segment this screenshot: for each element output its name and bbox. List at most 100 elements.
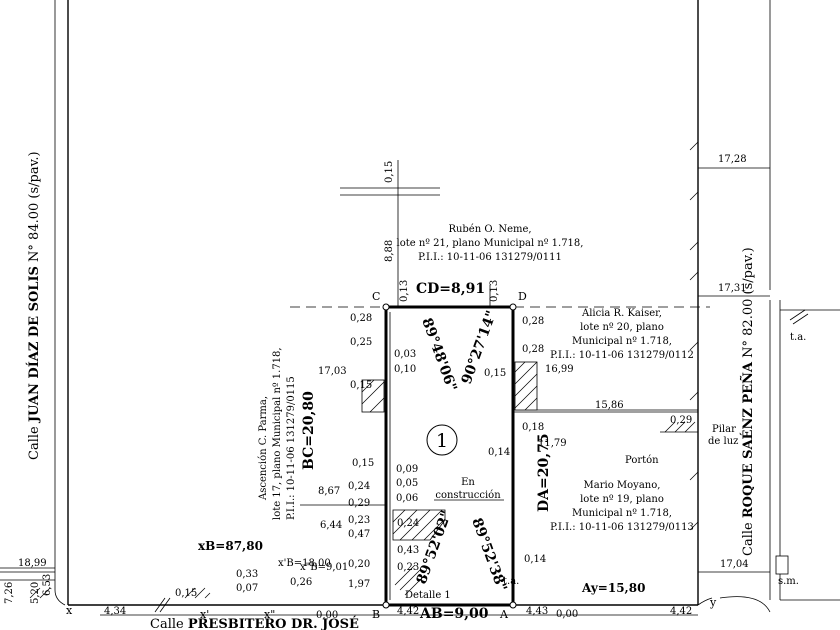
dim-x-026: 0,26 bbox=[290, 577, 312, 588]
side-cd: CD=8,91 bbox=[416, 281, 485, 297]
neighbor-north-line2: lote nº 21, plano Municipal nº 1.718, bbox=[397, 238, 584, 249]
points: x x' x" y bbox=[66, 596, 717, 621]
dim-x-000a: 0,00 bbox=[316, 610, 338, 621]
side-bc: BC=20,80 bbox=[301, 391, 317, 470]
hatch-right-street bbox=[689, 141, 699, 531]
neighbor-east-upper: Alicia R. Kaiser, lote nº 20, plano Muni… bbox=[550, 308, 694, 361]
point-xpp: x" bbox=[264, 608, 275, 621]
street-right-label: Calle ROQUE SAÉNZ PEÑA N° 82.00 (s/pav.) bbox=[740, 247, 756, 556]
sm-box bbox=[775, 555, 789, 575]
dim-e-018: 0,18 bbox=[522, 422, 544, 433]
neighbor-north-line3: P.I.I.: 10-11-06 131279/0111 bbox=[418, 252, 562, 263]
side-da: DA=20,75 bbox=[536, 433, 552, 512]
coordinates: xB=87,80 x'B=18,00 x"B=9,01 Ay=15,80 bbox=[198, 539, 645, 595]
dim-w-043: 0,43 bbox=[397, 545, 419, 556]
dim-w-644: 6,44 bbox=[320, 520, 342, 531]
hatch-corner-sw bbox=[394, 564, 426, 596]
dim-e-1699: 16,99 bbox=[545, 364, 574, 375]
angle-c: 89°48'06" bbox=[418, 316, 459, 394]
point-x: x bbox=[66, 604, 73, 617]
dim-e-028b: 0,28 bbox=[522, 344, 544, 355]
vertex-d: D bbox=[518, 290, 527, 303]
neighbor-east-lower-line2: lote nº 19, plano bbox=[580, 494, 664, 505]
dim-e-014a: 0,14 bbox=[488, 447, 510, 458]
dim-e-015: 0,15 bbox=[484, 368, 506, 379]
dim-r-1731: 17,31 bbox=[718, 283, 747, 294]
label-pilar-1: Pilar bbox=[712, 424, 736, 435]
misc-labels: Portón Pilar de luz t.a. t.a. s.m. bbox=[503, 332, 806, 587]
neighbor-east-lower-line3: Municipal nº 1.718, bbox=[572, 508, 672, 519]
dim-top-888: 8,88 bbox=[384, 240, 395, 262]
street-bottom-label: Calle PRESBITERO DR. JOSÉ bbox=[150, 616, 359, 630]
dim-w-023b: 0,23 bbox=[397, 562, 419, 573]
lot-number: 1 bbox=[436, 430, 448, 452]
break-mark-bottom bbox=[154, 597, 166, 613]
dim-w-009: 0,09 bbox=[396, 464, 418, 475]
dim-r-1728: 17,28 bbox=[718, 154, 747, 165]
hatch-neighbor-east bbox=[514, 361, 538, 411]
lot-1-number-circle bbox=[426, 424, 458, 456]
neighbor-east-upper-line1: Alicia R. Kaiser, bbox=[581, 308, 662, 319]
neighbor-east-lower: Mario Moyano, lote nº 19, plano Municipa… bbox=[550, 480, 694, 533]
label-pilar-2: de luz bbox=[708, 436, 738, 447]
neighbor-west-line3: P.I.I.: 10-11-06 131279/0115 bbox=[286, 376, 297, 520]
dim-x-434: 4,34 bbox=[104, 606, 126, 617]
dim-w-1703: 17,03 bbox=[318, 366, 347, 377]
neighbor-east-lower-line1: Mario Moyano, bbox=[584, 480, 661, 491]
dim-top-015: 0,15 bbox=[384, 161, 395, 183]
dim-w-015b: 0,15 bbox=[352, 458, 374, 469]
dim-r-1704: 17,04 bbox=[720, 559, 749, 570]
label-ta-bottom: t.a. bbox=[503, 576, 519, 587]
dim-d-013: 0,13 bbox=[489, 280, 500, 302]
label-sm: s.m. bbox=[778, 576, 799, 587]
dim-w-020: 0,20 bbox=[348, 559, 370, 570]
neighbor-west: Ascención C. Parma, lote 17, plano Munic… bbox=[258, 347, 297, 520]
dim-x-443: 4,43 bbox=[526, 606, 548, 617]
block-outline bbox=[0, 0, 840, 616]
vertex-marker-b bbox=[382, 601, 390, 609]
hatch-bottom-left bbox=[29, 587, 211, 599]
neighbor-west-line1: Ascención C. Parma, bbox=[258, 396, 269, 501]
dim-w-003: 0,03 bbox=[394, 349, 416, 360]
dim-w-005: 0,05 bbox=[396, 478, 418, 489]
dim-x-000b: 0,00 bbox=[556, 609, 578, 620]
neighbor-east-upper-line2: lote nº 20, plano bbox=[580, 322, 664, 333]
dim-x-520: 5,20 bbox=[30, 582, 41, 604]
vertex-marker-a bbox=[509, 601, 517, 609]
dim-x-653: 6,53 bbox=[42, 574, 53, 596]
coord-xpb: x'B=18,00 bbox=[278, 558, 331, 569]
dim-x-442b: 4,42 bbox=[670, 606, 692, 617]
dim-w-029: 0,29 bbox=[348, 498, 370, 509]
dim-w-047: 0,47 bbox=[348, 529, 370, 540]
coord-xb: xB=87,80 bbox=[198, 539, 263, 553]
neighbor-east-lower-line4: P.I.I.: 10-11-06 131279/0113 bbox=[550, 522, 694, 533]
dim-e-014b: 0,14 bbox=[524, 554, 546, 565]
dim-e-028a: 0,28 bbox=[522, 316, 544, 327]
neighbor-east-upper-line3: Municipal nº 1.718, bbox=[572, 336, 672, 347]
point-xp: x' bbox=[200, 608, 209, 621]
west-dimension-labels: 0,28 0,25 0,03 17,03 0,10 0,15 0,15 0,09… bbox=[318, 313, 419, 590]
detail-label: Detalle 1 bbox=[405, 590, 451, 601]
neighbor-west-line2: lote 17, plano Municipal nº 1.718, bbox=[272, 347, 283, 520]
street-left-label: Calle JUAN DÍAZ DE SOLIS N° 84.00 (s/pav… bbox=[26, 151, 42, 460]
dim-x-442a: 4,42 bbox=[397, 606, 419, 617]
dim-x-726: 7,26 bbox=[4, 582, 15, 604]
dim-w-024b: 0,24 bbox=[397, 518, 419, 529]
coord-xppb: x"B=9,01 bbox=[300, 562, 348, 573]
hatch-construction bbox=[392, 509, 446, 541]
dim-w-010: 0,10 bbox=[394, 364, 416, 375]
dim-x-033: 0,33 bbox=[236, 569, 258, 580]
dim-x-007: 0,07 bbox=[236, 583, 258, 594]
coord-ay: Ay=15,80 bbox=[581, 581, 645, 595]
dim-r-1586: 15,86 bbox=[595, 400, 624, 411]
vertex-marker-d bbox=[509, 303, 517, 311]
ta-marker-right-b bbox=[792, 313, 809, 325]
label-ta-right: t.a. bbox=[790, 332, 806, 343]
lot-status-line1: En bbox=[461, 477, 475, 488]
dim-c-013: 0,13 bbox=[399, 280, 410, 302]
dim-w-028: 0,28 bbox=[350, 313, 372, 324]
vertex-c: C bbox=[372, 290, 380, 303]
neighbor-east-upper-line4: P.I.I.: 10-11-06 131279/0112 bbox=[550, 350, 694, 361]
dim-w-006: 0,06 bbox=[396, 493, 418, 504]
